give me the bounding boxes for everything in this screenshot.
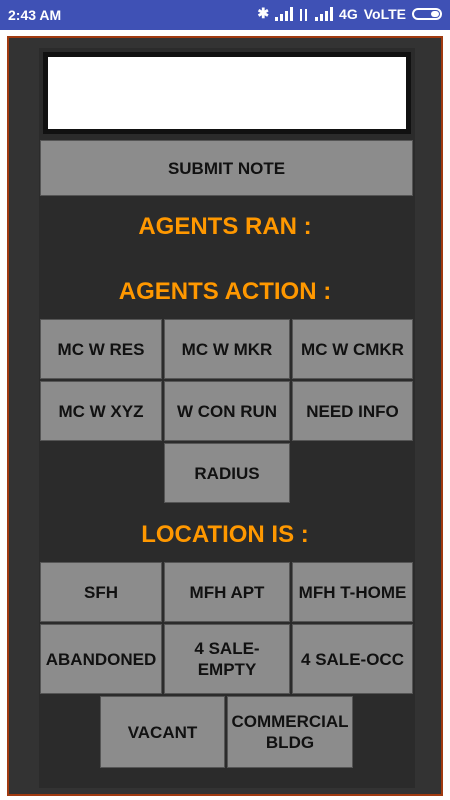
agents-ran-heading: AGENTS RAN : — [138, 213, 312, 240]
vacant-button[interactable]: VACANT — [100, 696, 225, 768]
4-sale-empty-button[interactable]: 4 SALE-EMPTY — [164, 624, 290, 694]
submit-note-button[interactable]: SUBMIT NOTE — [40, 140, 413, 196]
location-heading: LOCATION IS : — [141, 521, 309, 548]
status-time: 2:43 AM — [8, 7, 62, 23]
volte-label: VoLTE — [363, 5, 406, 22]
mfh-t-home-button[interactable]: MFH T-HOME — [292, 562, 413, 622]
signal-icon-2 — [315, 6, 334, 21]
note-input[interactable] — [43, 52, 411, 134]
w-con-run-button[interactable]: W CON RUN — [164, 381, 290, 441]
abandoned-button[interactable]: ABANDONED — [40, 624, 162, 694]
status-bar: 2:43 AM ✱ 4G VoLTE — [0, 0, 450, 30]
sfh-button[interactable]: SFH — [40, 562, 162, 622]
app-frame: SUBMIT NOTE AGENTS RAN : AGENTS ACTION :… — [7, 36, 443, 796]
mfh-apt-button[interactable]: MFH APT — [164, 562, 290, 622]
need-info-button[interactable]: NEED INFO — [292, 381, 413, 441]
mc-w-xyz-button[interactable]: MC W XYZ — [40, 381, 162, 441]
radius-button[interactable]: RADIUS — [164, 443, 290, 503]
data-transfer-icon — [299, 7, 309, 21]
4-sale-occ-button[interactable]: 4 SALE-OCC — [292, 624, 413, 694]
bluetooth-icon: ✱ — [257, 5, 270, 21]
signal-icon-1 — [275, 6, 294, 21]
agents-action-heading: AGENTS ACTION : — [118, 278, 332, 305]
network-type: 4G — [339, 5, 358, 22]
mc-w-cmkr-button[interactable]: MC W CMKR — [292, 319, 413, 379]
battery-icon — [412, 7, 442, 20]
commercial-bldg-button[interactable]: COMMERCIAL BLDG — [227, 696, 353, 768]
mc-w-mkr-button[interactable]: MC W MKR — [164, 319, 290, 379]
status-icons: ✱ 4G VoLTE — [257, 5, 442, 22]
mc-w-res-button[interactable]: MC W RES — [40, 319, 162, 379]
